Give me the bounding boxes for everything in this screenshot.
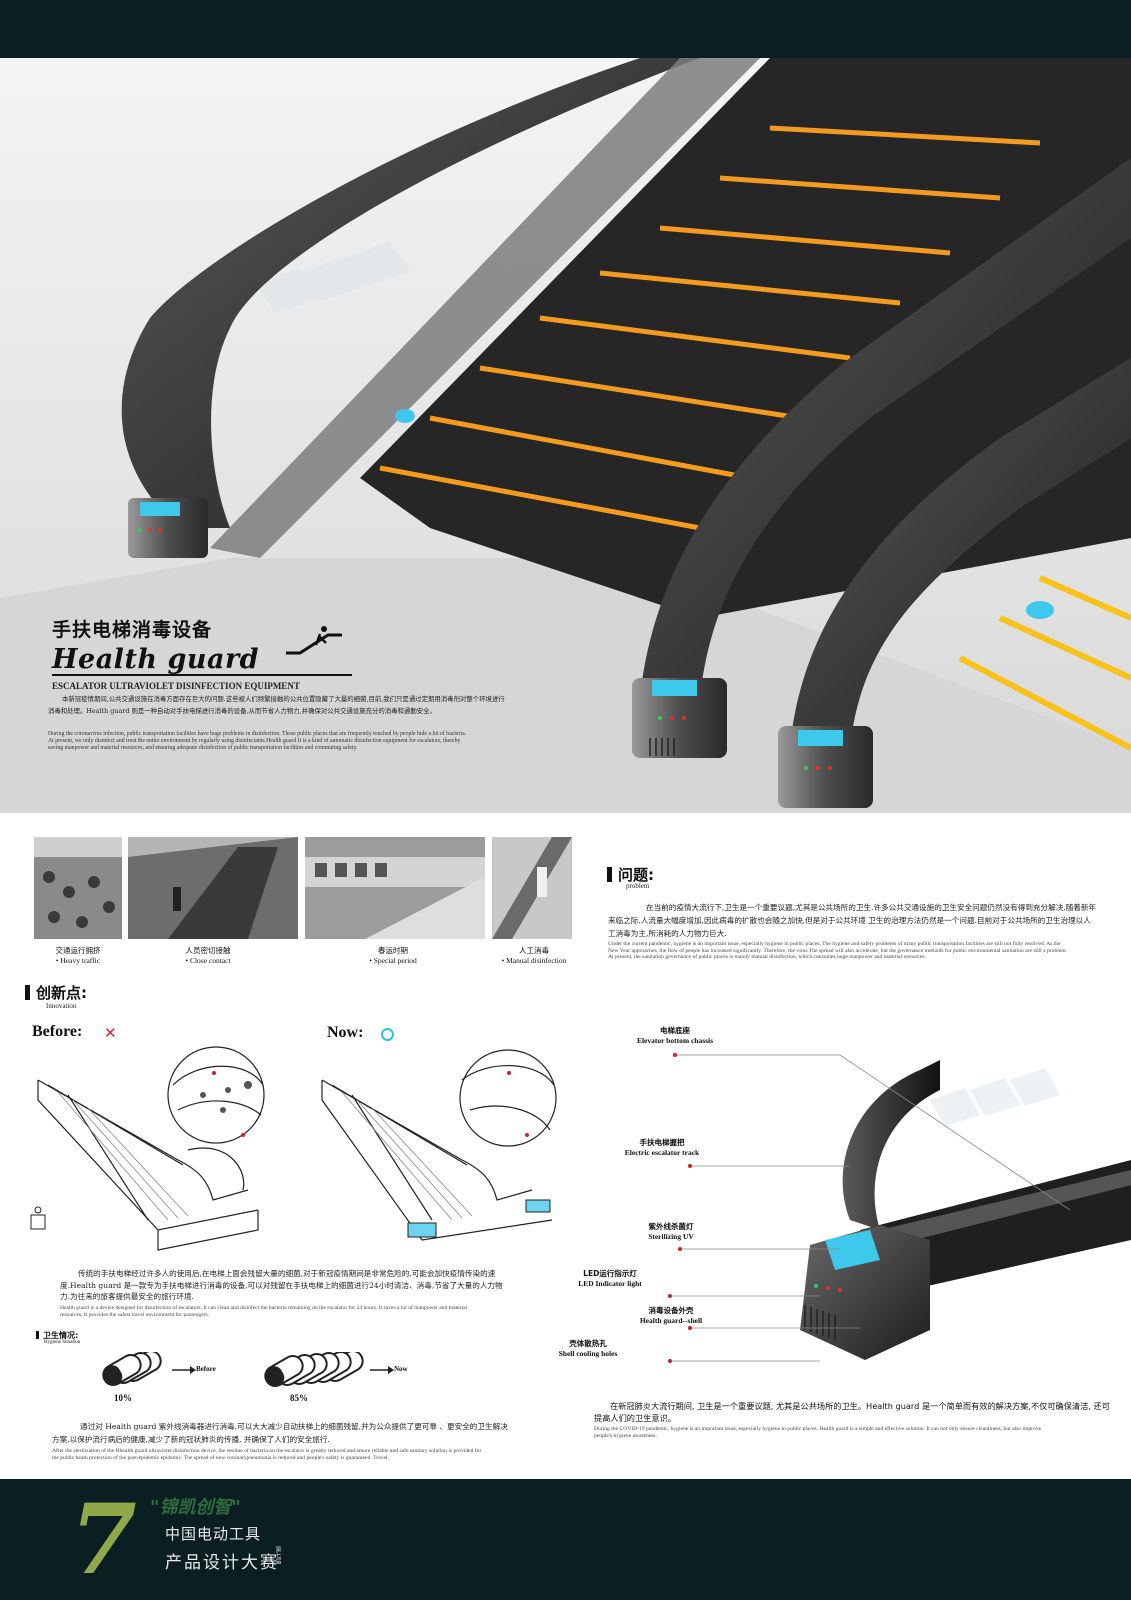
caption-manual-disinfection: 人工消毒• Manual disinfection [501, 946, 567, 965]
device-closeup-render [800, 1060, 1131, 1360]
circle-icon [381, 1028, 394, 1041]
innovation-heading: 创新点: [25, 982, 87, 1003]
covid-text-en: During the COVID-19 pandemic, hygiene is… [594, 1426, 1042, 1439]
title-rule [52, 674, 352, 676]
covid-text-cn: 在新冠肺炎大流行期间, 卫生是一个重要议题, 尤其是公共场所的卫生。Health… [594, 1401, 1110, 1423]
result-text-cn: 通过对 Health guard 紫外线消毒器进行消毒,可以大大减少自动扶梯上的… [52, 1422, 508, 1444]
left-guard-device [128, 498, 208, 558]
now-label: Now: [327, 1024, 364, 1041]
now-pill-icons [264, 1352, 364, 1387]
before-label: Before: [32, 1023, 83, 1040]
before-pill-icons [102, 1352, 162, 1387]
caption-special-period: 春运时期• Special period [369, 946, 417, 965]
caption-close-contact: 人员密切接触• Close contact [185, 946, 231, 965]
middle-guard-device [632, 678, 727, 758]
footer-edition: 第七届 [274, 1546, 281, 1564]
footer: 7 "锦凯创智" 中国电动工具 产品设计大赛 第七届 [0, 1479, 1131, 1600]
innovation-text-cn: 传统的手扶电梯经过许多人的使用后,在电梯上面会残留大量的细菌,对于新冠疫情期间是… [60, 1269, 503, 1301]
photo-special-period [305, 837, 485, 939]
problem-subheading: problem [626, 882, 650, 890]
title-subtitle: ESCALATOR ULTRAVIOLET DISINFECTION EQUIP… [52, 681, 300, 691]
arrow-right-icon [172, 1366, 196, 1374]
intro-text-cn: 本新冠疫情期间,公共交通设施在消毒方面存在巨大的问题.这些被人们频繁接触的公共位… [48, 695, 505, 715]
hygiene-now-percent: 85% [290, 1393, 308, 1403]
innovation-subheading: Innovation [46, 1002, 77, 1010]
caption-heavy-traffic: 交通运行拥挤• Heavy traffic [55, 946, 101, 965]
title-block: 手扶电梯消毒设备 Health guard ESCALATOR ULTRAVIO… [52, 615, 512, 691]
title-en: Health guard [52, 644, 260, 675]
footer-line2: 产品设计大赛 [165, 1553, 279, 1573]
cross-icon: ✕ [104, 1024, 117, 1042]
result-text-en: After the sterilization of the Hhealth g… [52, 1448, 482, 1461]
problem-text-cn: 在当前的疫情大流行下,卫生是一个重要议题,尤其是公共场所的卫生.许多公共交通设施… [608, 903, 1097, 938]
hero-render [0, 58, 1131, 813]
problem-text-en: Under the current pandemic, hygiene is a… [608, 941, 1068, 961]
title-cn: 手扶电梯消毒设备 [52, 619, 213, 641]
callout-leader-lines [668, 1053, 1071, 1363]
intro-text-en: During the coronavirus infection, public… [48, 731, 467, 751]
before-escalator-drawing [30, 1046, 265, 1251]
hygiene-subheading: Hygiene Situation [44, 1340, 81, 1345]
problem-heading: 问题: [607, 864, 654, 885]
escalator-person-icon [286, 626, 342, 655]
hygiene-before-label: Before [196, 1365, 216, 1373]
photo-manual-disinfection [492, 837, 572, 939]
photo-heavy-traffic [34, 837, 122, 939]
innovation-text-en: Health guard is a device designed for di… [60, 1305, 468, 1318]
hygiene-now-label: Now [394, 1365, 408, 1373]
competition-number-logo: 7 [70, 1483, 137, 1596]
escalator-render [0, 58, 1131, 813]
now-escalator-drawing [321, 1049, 557, 1241]
hygiene-before-percent: 10% [114, 1393, 132, 1403]
right-guard-device [778, 726, 873, 808]
footer-slogan: "锦凯创智" [150, 1497, 241, 1518]
arrow-right-icon [370, 1366, 394, 1374]
hygiene-heading: 卫生情况: [36, 1330, 78, 1341]
photo-close-contact [128, 837, 298, 939]
top-bar [0, 0, 1131, 58]
footer-line1: 中国电动工具 [165, 1525, 262, 1543]
